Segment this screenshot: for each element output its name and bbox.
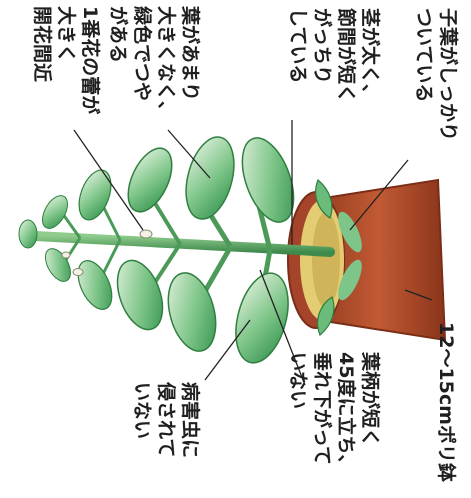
pot: [287, 178, 447, 342]
label-pests: 病害虫に 侵されて いない: [131, 382, 201, 459]
label-petiole: 葉柄が短く 45度に立ち、 垂れ下がって いない: [287, 352, 381, 474]
label-pot-size: 12～15cmポリ鉢: [435, 322, 457, 482]
label-leaves: 葉があまり 大きくなく、 緑色でつや がある: [107, 6, 201, 121]
leader-lines: [73, 120, 433, 386]
label-stem: 茎が太く、 節間が短く がっちり している: [287, 8, 381, 104]
label-cotyledon: 子葉がしっかり ついている: [413, 8, 459, 142]
label-first-bud: 1番花の蕾が 大きく 開花間近: [31, 6, 101, 115]
flower-buds: [61, 229, 153, 276]
cotyledon-leaves: [338, 211, 362, 301]
leaves: [18, 136, 335, 364]
